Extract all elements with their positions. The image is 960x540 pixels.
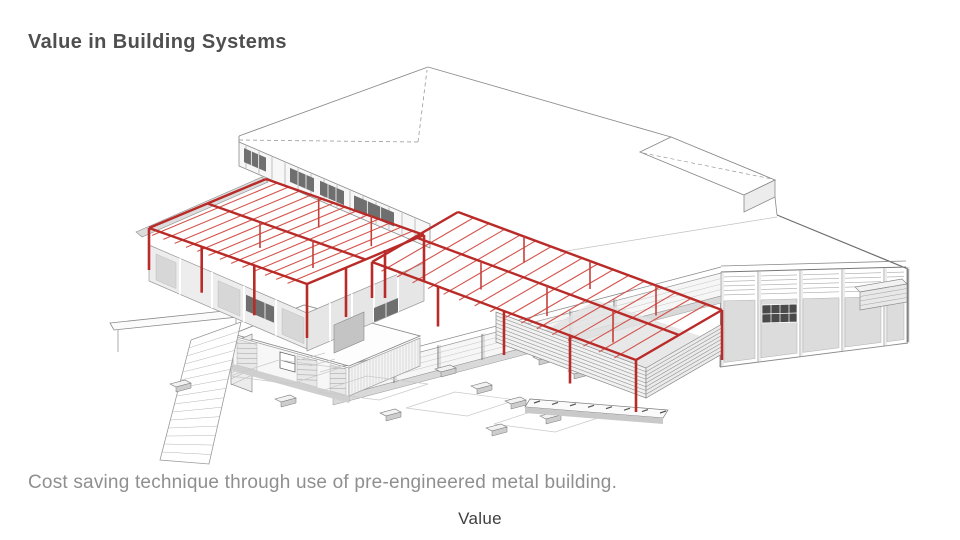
- page-title: Value in Building Systems: [28, 31, 287, 53]
- footer-label: Value: [458, 509, 502, 528]
- slide-caption: Cost saving technique through use of pre…: [28, 472, 618, 493]
